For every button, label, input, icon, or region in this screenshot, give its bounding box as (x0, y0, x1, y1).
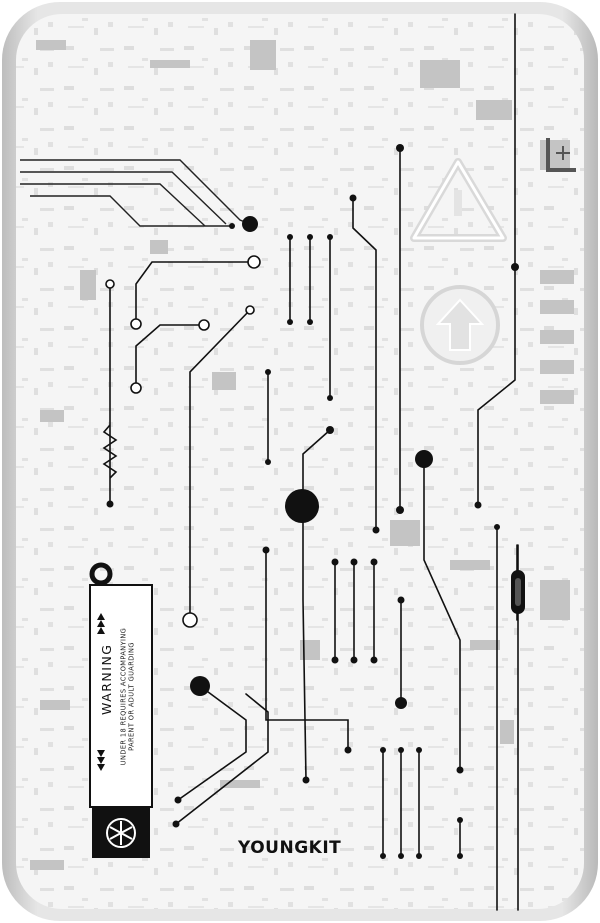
circuit-traces (109, 13, 519, 911)
label-arrows-top (97, 613, 105, 634)
solder-nodes (106, 144, 519, 859)
brand-logo-text: YOUNGKIT (238, 838, 342, 858)
warning-label (89, 562, 153, 858)
faint-components (30, 40, 574, 870)
warning-triangle-icon (410, 158, 507, 242)
warning-text-line-2: PARENT OR ADULT GUARDING (127, 642, 136, 751)
capacitor-component (511, 570, 525, 614)
warning-title: WARNING (99, 643, 114, 716)
ring-nodes (105, 255, 261, 628)
resistor-icon (102, 424, 118, 479)
up-arrow-icon (420, 285, 500, 365)
label-arrows-bottom (97, 750, 105, 771)
battery-plus-icon (546, 138, 576, 172)
